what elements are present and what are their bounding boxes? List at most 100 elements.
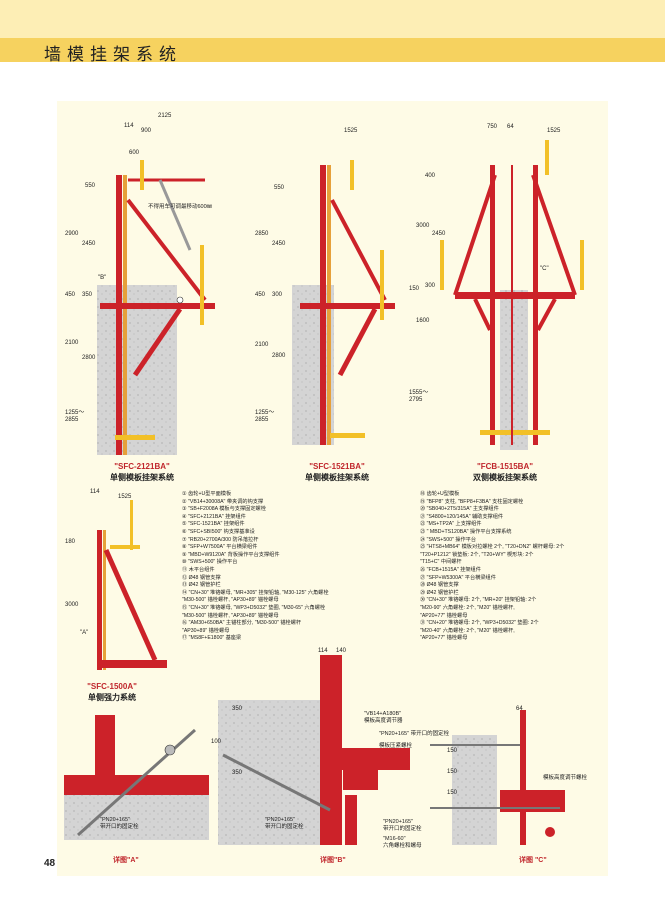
dim-2800-b: 2800 <box>272 353 286 359</box>
legend-item: ⑧ "SFP+W7500A" 平台横梁组件 <box>182 544 258 551</box>
legend-item: ⑬ Ø42 钢管护栏 <box>182 582 221 589</box>
legend-item: "M20-90" 六角螺栓: 2个, "M20" 锚栓螺杆, <box>420 604 515 611</box>
legend-item: ⑫ Ø48 钢管支撑 <box>182 574 221 581</box>
legend-item: ㉓ " MBD+TS120BA" 操作平台支撑系统 <box>420 528 512 535</box>
dim-2850: 2850 <box>255 231 269 237</box>
detail-b-label-8: 带开口的固定栓 <box>383 826 422 832</box>
dim-750: 750 <box>487 124 498 130</box>
detail-a-label-1: "PN20+165" <box>100 817 131 823</box>
legend-item: "AP20+77" 锚栓螺母 <box>420 612 468 619</box>
legend-item: ③ "SB+F2008A 模板与支撑固定螺栓 <box>182 506 266 513</box>
dim-3000-d: 3000 <box>65 602 79 608</box>
legend-item: ㉑ "S4800+120/145A" 辅助支撑组件 <box>420 513 504 520</box>
dim-600: 600 <box>129 150 140 156</box>
legend-item: ⑰ "MS8F+E1800" 基座梁 <box>182 635 242 642</box>
dim-350-f: 350 <box>232 770 243 776</box>
dim-900: 900 <box>141 128 152 134</box>
detail-c-caption: 详图 "C" <box>519 857 547 864</box>
legend-item: ⑮ "CN+30" 堆铬螺母, "WP3+D5032" 垫圈, "M30-65"… <box>182 604 326 611</box>
dim-1255: 1255～ 2855 <box>65 410 85 423</box>
legend-item: ㉖ "FCB+1515A" 挂架组件 <box>420 566 481 573</box>
dim-1600: 1600 <box>416 318 430 324</box>
note-adjust: 不得用车可调最移动600㎜ <box>148 204 213 210</box>
dim-2900: 2900 <box>65 231 79 237</box>
legend-item: ㉛ "CN+20" 堆铬螺母: 2个, "WP3+D5032" 垫圈: 2个 <box>420 620 539 627</box>
legend-item: ㉘ Ø48 钢管支撑 <box>420 582 459 589</box>
top-band <box>0 0 665 38</box>
legend-item: "AP30+89" 锚栓螺母 <box>182 627 230 634</box>
caption-code-2: "SFC-1521BA" <box>309 462 365 471</box>
caption-name-1: 单侧模板挂架系统 <box>110 473 174 482</box>
legend-item: ⑭ "CN+30" 堆铬螺母, "MR+305" 挂架铅轴, "M30-125"… <box>182 589 329 596</box>
legend-item: ⑩ "SWS+500" 操作平台 <box>182 559 238 566</box>
dim-114-e: 114 <box>318 648 328 654</box>
dim-a-ref: "A" <box>80 630 89 636</box>
legend-item: ⑤ "SFC-1521BA" 挂架组件 <box>182 521 245 528</box>
dim-114: 114 <box>124 123 134 129</box>
dim-350-e: 350 <box>232 706 243 712</box>
detail-a-caption: 详图"A" <box>113 857 139 864</box>
dim-2125: 2125 <box>158 113 172 119</box>
dim-3000: 3000 <box>416 223 430 229</box>
caption-code-4: "SFC-1500A" <box>87 682 137 691</box>
dim-2100: 2100 <box>65 340 79 346</box>
detail-b-label-9: "M16-60" <box>383 836 406 842</box>
detail-b-label-7: "PN20+165" <box>383 819 414 825</box>
figure-sfc-2121ba <box>97 160 215 455</box>
legend-item: ㉗ "SFP+W5300A" 平台横梁组件 <box>420 574 496 581</box>
dim-2100-b: 2100 <box>255 342 269 348</box>
legend-item: ㉒ "MS+TP2A" 上支撑组件 <box>420 521 482 528</box>
legend-item: ② "VB14+30008A" 带夹调的钩支撑 <box>182 498 264 505</box>
title-bar <box>0 38 665 62</box>
detail-b-label-3: "PN20+165" 带开口的固定栓 <box>379 731 450 737</box>
caption-name-3: 双侧模板挂架系统 <box>473 473 537 482</box>
detail-c-drawing <box>430 710 565 845</box>
detail-a-drawing <box>64 715 209 840</box>
dim-300: 300 <box>272 292 283 298</box>
dim-150-c1: 150 <box>447 748 458 754</box>
legend-item: "M30-500" 锚栓螺杆, "AP30+89" 锚栓螺母 <box>182 612 279 619</box>
dim-1255-b: 1255～ 2855 <box>255 410 275 423</box>
figure-fcb-1515ba <box>440 140 584 450</box>
dim-2800: 2800 <box>82 355 96 361</box>
detail-a-label-2: 带开口的固定栓 <box>100 824 139 830</box>
detail-b-label-2: 模板高度调节器 <box>364 718 403 724</box>
dim-550: 550 <box>85 183 96 189</box>
detail-b-label-6: 带开口的固定栓 <box>265 824 304 830</box>
dim-b-ref: "B" <box>98 275 107 281</box>
figure-sfc-1500a <box>97 500 167 670</box>
legend-item: ⑱ 齿轮+U型模板 <box>420 491 460 497</box>
legend-item: ⑲ "BFP8" 支柱, "BFP8+F3BA" 支柱固定螺栓 <box>420 498 524 505</box>
detail-b-label-1: "VB14+A180B" <box>364 711 402 717</box>
legend-item: ⑦ "RB20+2700A/300 防吊落拉杆 <box>182 536 259 543</box>
dim-450-b: 450 <box>255 292 266 298</box>
legend-left: ① 齿轮+U型平面模板 ② "VB14+30008A" 带夹调的钩支撑 ③ "S… <box>182 491 329 643</box>
dim-350: 350 <box>82 292 93 298</box>
legend-right: ⑱ 齿轮+U型模板 ⑲ "BFP8" 支柱, "BFP8+F3BA" 支柱固定螺… <box>420 491 564 643</box>
dim-1555: 1555～ 2795 <box>409 390 429 403</box>
dim-450: 450 <box>65 292 76 298</box>
figure-sfc-1521ba <box>292 160 395 445</box>
legend-item: ㉙ Ø42 钢管护栏 <box>420 589 459 596</box>
legend-item: ⑳ "SB040+2T5/315A" 主支撑组件 <box>420 506 499 513</box>
dim-2450-c: 2450 <box>432 231 446 237</box>
dim-140: 140 <box>336 648 347 654</box>
page-title: 墙模挂架系统 <box>44 45 182 64</box>
dim-150-c3: 150 <box>447 790 458 796</box>
legend-item: ① 齿轮+U型平面模板 <box>182 491 232 497</box>
legend-item: ⑨ "MBD+W9120A" 背板操作平台支撑组件 <box>182 551 280 558</box>
dim-64: 64 <box>507 124 514 130</box>
dim-150: 150 <box>409 286 420 292</box>
legend-item: "AP20+77" 锚栓螺母 <box>420 635 468 642</box>
dim-550-b: 550 <box>274 185 285 191</box>
legend-item: "M30-500" 锚栓螺杆, "AP30+89" 锚栓螺母 <box>182 597 279 604</box>
detail-b-drawing <box>218 655 410 845</box>
legend-item: ⑥ "SFC+SBI500" 钩支撑基准设 <box>182 528 255 535</box>
detail-b-label-10: 六角螺栓和螺母 <box>383 843 422 849</box>
legend-item: "T20+P1212" 锁垫板: 2个, "T20+WY" 楔形块: 2个 <box>420 551 534 558</box>
dim-114-d: 114 <box>90 489 100 495</box>
dim-1525-d: 1525 <box>118 494 132 500</box>
legend-item: ⑯ "AM30+650BA" 主锚柱部分, "M30-500" 锚栓螺杆 <box>182 620 302 627</box>
caption-name-2: 单侧模板挂架系统 <box>305 473 369 482</box>
